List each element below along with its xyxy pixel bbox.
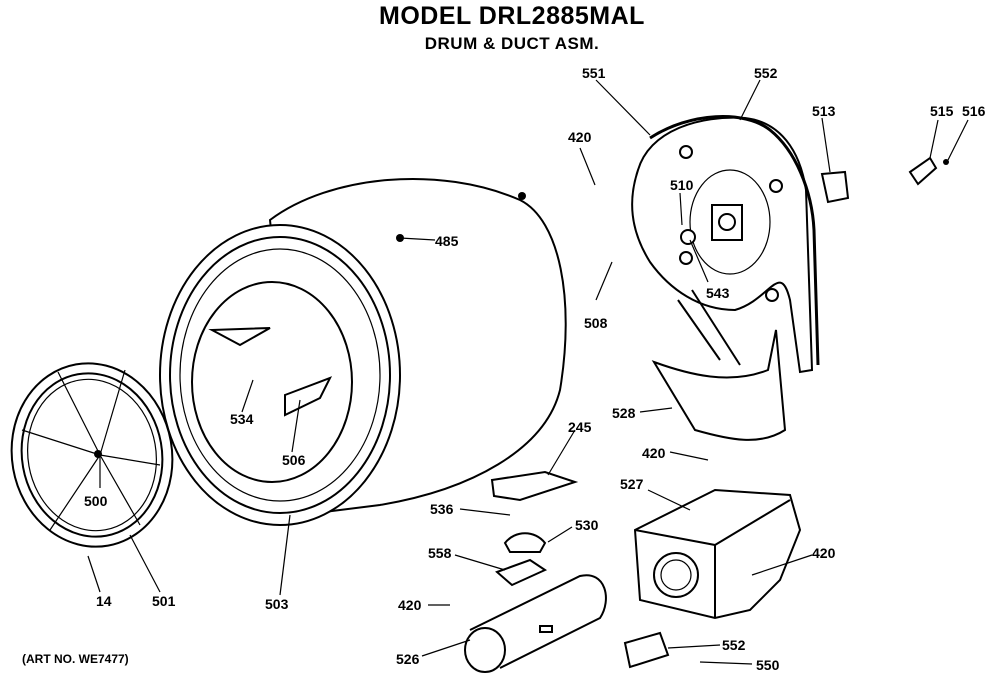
part-label-503: 503 [265, 596, 289, 612]
part-label-534: 534 [230, 411, 254, 427]
part-label-527: 527 [620, 476, 644, 492]
part-label-552-bottom: 552 [722, 637, 746, 653]
bracket-558 [495, 558, 548, 587]
part-515 [908, 156, 938, 186]
art-number: (ART NO. WE7477) [22, 652, 129, 666]
leader-lines [87, 79, 969, 665]
diagram-subtitle: DRUM & DUCT ASM. [424, 34, 600, 53]
part-label-558: 558 [428, 545, 452, 561]
part-516 [943, 159, 949, 165]
duct-527 [633, 488, 802, 620]
terminal-block-552 [623, 631, 670, 669]
part-label-14: 14 [96, 593, 112, 609]
part-label-245: 245 [568, 419, 592, 435]
plate-245 [490, 470, 579, 502]
part-label-552-top: 552 [754, 65, 778, 81]
diagram-title: MODEL DRL2885MAL [379, 2, 645, 30]
part-label-506: 506 [282, 452, 306, 468]
part-label-420-bottom: 420 [398, 597, 422, 613]
part-label-420-right: 420 [812, 545, 836, 561]
part-label-508: 508 [584, 315, 608, 331]
heater-tube-526 [464, 574, 607, 673]
thermostat-530 [503, 532, 547, 553]
part-label-485: 485 [435, 233, 459, 249]
rear-bulkhead [631, 115, 820, 374]
part-label-515: 515 [930, 103, 954, 119]
part-label-543: 543 [706, 285, 730, 301]
part-label-550: 550 [756, 657, 780, 673]
drum-503 [159, 177, 567, 526]
part-label-528: 528 [612, 405, 636, 421]
door-window-500 [10, 362, 174, 548]
part-label-530: 530 [575, 517, 599, 533]
part-label-420-top: 420 [568, 129, 592, 145]
part-labels: 551 552 420 513 515 516 510 485 543 508 … [84, 65, 986, 673]
part-label-513: 513 [812, 103, 836, 119]
part-label-516: 516 [962, 103, 986, 119]
bracket-513 [820, 170, 850, 204]
part-label-500: 500 [84, 493, 108, 509]
part-label-420-mid: 420 [642, 445, 666, 461]
part-label-551: 551 [582, 65, 606, 81]
part-label-501: 501 [152, 593, 176, 609]
duct-528 [651, 289, 787, 441]
part-label-536: 536 [430, 501, 454, 517]
part-label-526: 526 [396, 651, 420, 667]
part-label-510: 510 [670, 177, 694, 193]
